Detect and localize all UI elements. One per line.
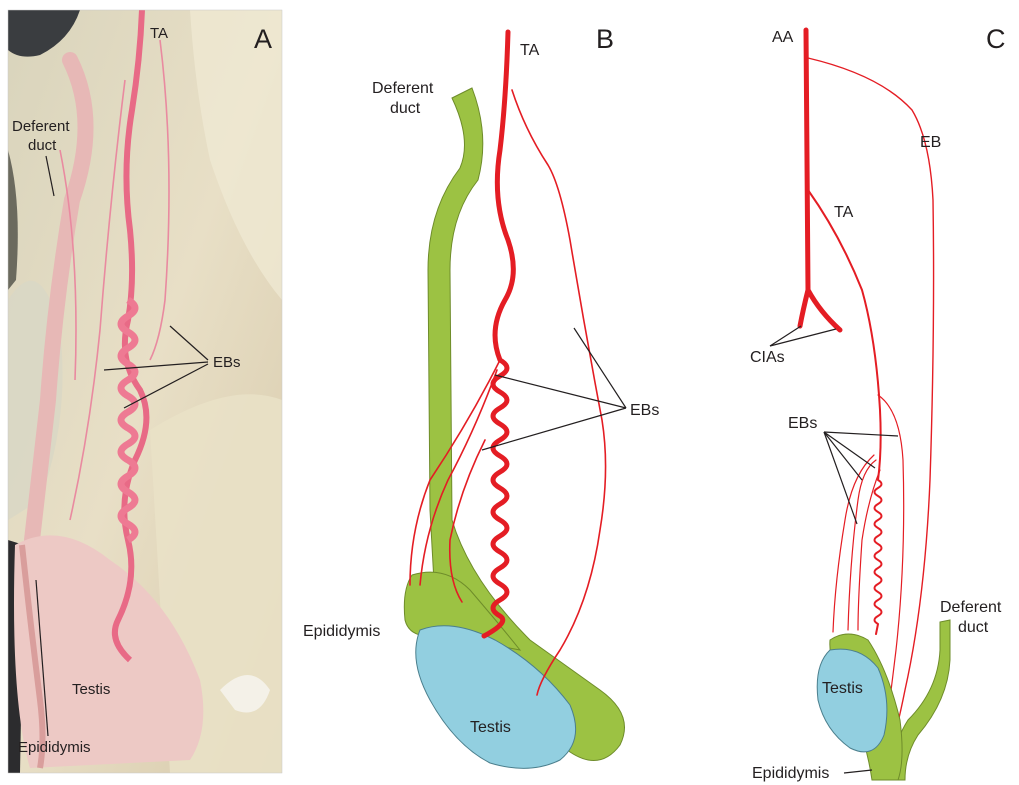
panel-c-deferent-line1: Deferent (940, 599, 1002, 616)
panel-c-testicular-artery (808, 190, 882, 634)
panel-a-deferent-line2: duct (28, 137, 57, 154)
panel-b-letter: B (596, 24, 614, 54)
panel-c-cia-right (808, 290, 840, 330)
panel-a-testis-label: Testis (72, 681, 110, 698)
panel-c-cia-left (800, 290, 808, 326)
panel-c-testis-label: Testis (822, 680, 863, 697)
panel-c-ta-label: TA (834, 204, 854, 221)
panel-c-letter: C (986, 24, 1006, 54)
panel-b-testis-label: Testis (470, 719, 511, 736)
panel-c-ebs-leader-1 (824, 432, 898, 436)
panel-c-eb-label: EB (920, 134, 941, 151)
panel-c-epididymis-leader (844, 770, 872, 773)
panel-c-aa-label: AA (772, 29, 794, 46)
panel-a-deferent-line1: Deferent (12, 118, 70, 135)
panel-b-deferent-line2: duct (390, 100, 421, 117)
panel-b-deferent-line1: Deferent (372, 80, 434, 97)
panel-c-ebs-leader-4 (824, 432, 857, 524)
panel-b-ebs-leader-2 (495, 375, 626, 408)
panel-c-cias-label: CIAs (750, 349, 785, 366)
panel-a-letter: A (254, 24, 272, 54)
panel-b-eb-right (512, 90, 606, 695)
panel-c-ebs-label: EBs (788, 415, 817, 432)
panel-c-ebs-leader-2 (824, 432, 875, 468)
panel-c-ebs-leader-3 (824, 432, 862, 480)
panel-c-aorta (806, 30, 808, 290)
panel-a-ebs-label: EBs (213, 354, 241, 371)
panel-b-testis (416, 626, 576, 769)
panel-c-epididymis-label: Epididymis (752, 765, 829, 782)
panel-b-testicular-artery (484, 32, 513, 636)
panel-b-epididymis-label: Epididymis (303, 623, 380, 640)
panel-a-ta-label: TA (150, 25, 168, 42)
panel-b-ta-label: TA (520, 42, 540, 59)
panel-a-epididymis-label: Epididymis (18, 739, 91, 756)
panel-c-deferent-line2: duct (958, 619, 989, 636)
panel-b-ebs-leader-1 (574, 328, 626, 408)
panel-c-cias-leader-1 (770, 326, 801, 346)
panel-c-cias-leader-2 (770, 329, 836, 346)
panel-b-ebs-label: EBs (630, 402, 659, 419)
panel-b-diagram (404, 32, 624, 768)
